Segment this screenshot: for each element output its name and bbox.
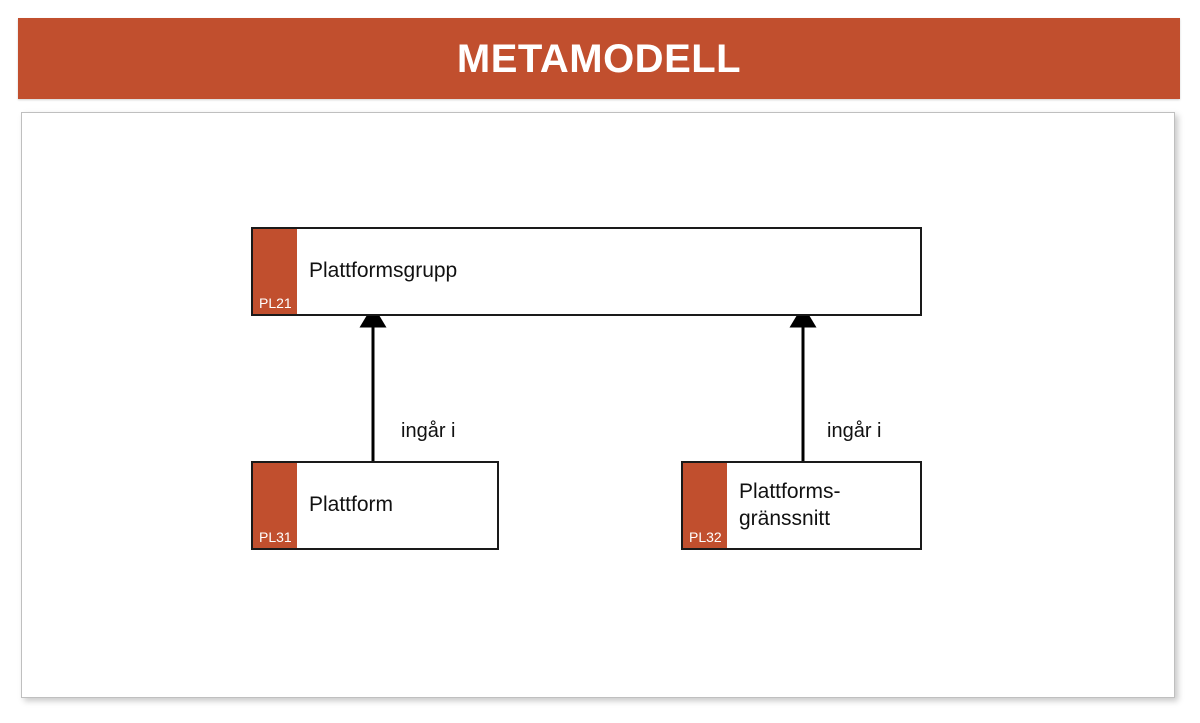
page-title: METAMODELL xyxy=(456,36,742,81)
diagram-canvas: ingår i ingår i PL21 Plattformsgrupp PL3… xyxy=(21,112,1175,698)
entity-label-plattformsgranssnitt: Plattforms- gränssnitt xyxy=(739,479,841,530)
entity-label-plattform: Plattform xyxy=(309,493,394,517)
entity-body-plattformsgranssnitt: Plattforms- gränssnitt xyxy=(727,463,920,548)
entity-box-plattformsgranssnitt[interactable]: PL32 Plattforms- gränssnitt xyxy=(681,461,922,550)
entity-code-tab-plattformsgranssnitt: PL32 xyxy=(683,463,727,548)
relation-arrows xyxy=(359,305,817,461)
entity-code-plattformsgranssnitt: PL32 xyxy=(689,529,722,545)
entity-code-tab-plattform: PL31 xyxy=(253,463,297,548)
title-banner: METAMODELL xyxy=(18,18,1180,99)
entity-code-plattform: PL31 xyxy=(259,529,292,545)
entity-label-plattformsgrupp: Plattformsgrupp xyxy=(309,259,458,283)
entity-box-plattformsgrupp[interactable]: PL21 Plattformsgrupp xyxy=(251,227,922,316)
entity-code-tab-plattformsgrupp: PL21 xyxy=(253,229,297,314)
entity-body-plattform: Plattform xyxy=(297,463,497,548)
entity-code-plattformsgrupp: PL21 xyxy=(259,295,292,311)
relation-label-plattform: ingår i xyxy=(401,420,456,442)
entity-body-plattformsgrupp: Plattformsgrupp xyxy=(297,229,920,314)
relation-label-plattformsgranssnitt: ingår i xyxy=(827,420,882,442)
entity-box-plattform[interactable]: PL31 Plattform xyxy=(251,461,499,550)
